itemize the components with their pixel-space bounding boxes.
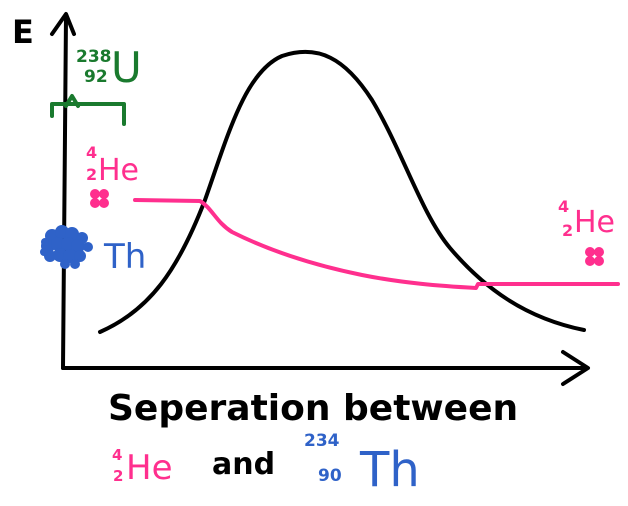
uranium-bracket xyxy=(50,102,126,126)
y-axis xyxy=(61,14,68,370)
caption-thorium-mass-number: 234 xyxy=(304,431,340,451)
helium-left-nucleus-icon xyxy=(90,189,109,208)
helium-left-label: 4 2 He xyxy=(86,143,139,188)
thorium-nucleus-icon xyxy=(40,225,93,269)
uranium-symbol: U xyxy=(111,43,142,92)
uranium-atomic-number: 92 xyxy=(84,67,108,87)
helium-left-symbol: He xyxy=(98,153,139,188)
uranium-bracket-tick xyxy=(64,94,80,108)
caption-thorium: 234 90 Th xyxy=(304,431,420,498)
caption-thorium-atomic-number: 90 xyxy=(318,466,342,486)
helium-right-mass-number: 4 xyxy=(558,197,569,216)
uranium-nucleus-label: 238 92 U xyxy=(76,43,142,92)
y-axis-label: E xyxy=(12,13,34,51)
helium-right-symbol: He xyxy=(574,205,615,240)
helium-right-label: 4 2 He xyxy=(558,197,615,240)
x-axis-arrowhead xyxy=(561,350,590,386)
potential-barrier-curve xyxy=(98,50,586,334)
caption-helium-mass-number: 4 xyxy=(112,446,122,464)
helium-left-mass-number: 4 xyxy=(86,143,97,162)
caption-conjunction: and xyxy=(212,447,275,482)
x-axis-label: Seperation between xyxy=(108,388,518,429)
helium-right-atomic-number: 2 xyxy=(562,221,573,240)
alpha-energy-line xyxy=(133,198,620,290)
y-axis-arrowhead xyxy=(50,12,76,36)
caption-thorium-symbol: Th xyxy=(359,442,420,498)
caption-helium: 4 2 He xyxy=(112,446,172,488)
helium-right-nucleus-icon xyxy=(585,247,604,266)
caption-helium-atomic-number: 2 xyxy=(113,467,123,485)
helium-left-atomic-number: 2 xyxy=(86,165,97,184)
thorium-left-symbol: Th xyxy=(103,237,146,277)
caption-helium-symbol: He xyxy=(126,448,172,488)
uranium-mass-number: 238 xyxy=(76,47,112,67)
